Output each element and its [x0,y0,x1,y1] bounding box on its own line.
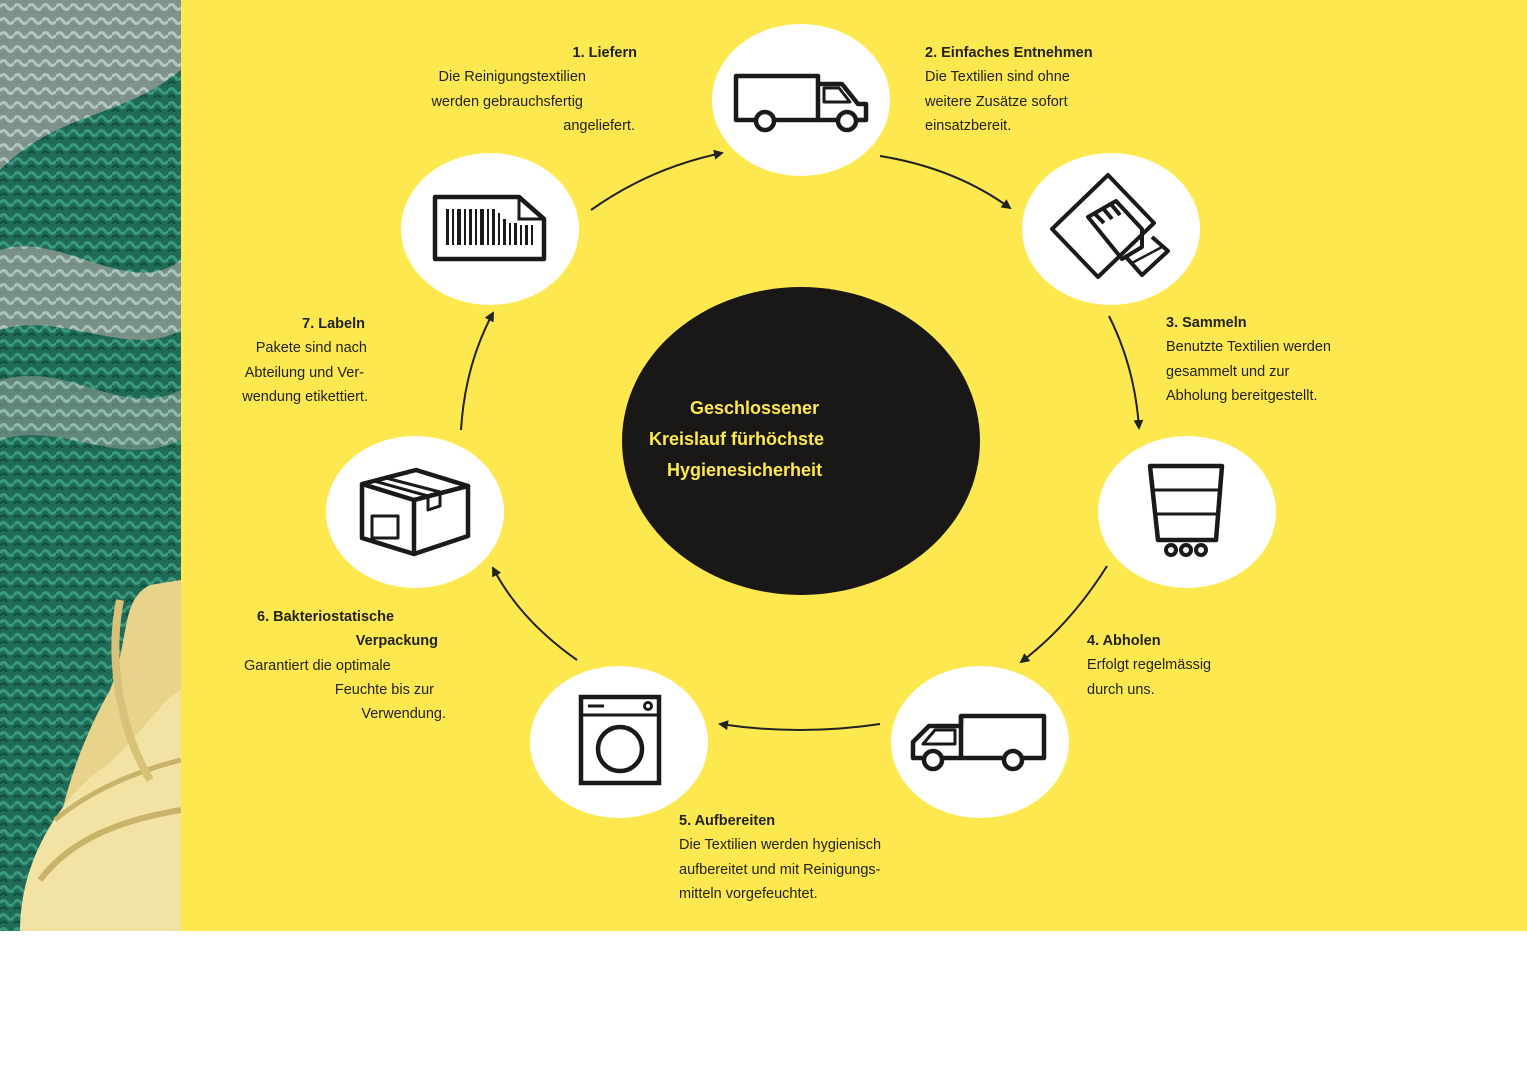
step-2-label: 2. Einfaches Entnehmen Die Textilien sin… [925,41,1093,138]
step-5-title: 5. Aufbereiten [679,813,776,829]
step-6-title-2: Verpackung [355,633,438,650]
node-liefern [712,24,890,176]
step-1-text-3: angeliefert. [563,117,635,134]
hand-wiping-cloth-icon [1050,173,1170,279]
step-2-text-1: Die Textilien sind ohne [925,69,1070,86]
step-6-label: 6. Bakteriostatische Verpackung Garantie… [244,605,446,726]
step-2-text-3: einsatzbereit. [925,117,1012,134]
step-7-text-3: wendung etikettiert. [242,388,368,405]
step-4-text-2: durch uns. [1087,681,1155,698]
step-1-text-2: werden gebrauchsfertig [431,93,583,110]
laundry-cart-icon [1147,463,1225,557]
step-3-label: 3. Sammeln Benutzte Textilien werden ges… [1166,311,1331,408]
step-7-label: 7. Labeln Pakete sind nach Abteilung und… [242,312,368,409]
step-3-text-1: Benutzte Textilien werden [1166,339,1331,356]
step-4-title: 4. Abholen [1087,633,1161,649]
step-5-text-2: aufbereitet und mit Reinigungs- [679,861,881,878]
node-entnehmen [1022,153,1200,305]
center-title-line-1: Geschlossener [690,398,820,418]
step-5-label: 5. Aufbereiten Die Textilien werden hygi… [679,809,881,906]
washing-machine-icon [578,694,662,786]
arrow-6-7 [492,566,578,661]
node-verpackung [326,436,504,588]
arrow-2-3 [879,155,1012,210]
step-6-text-2: Feuchte bis zur [334,681,434,698]
node-abholen [891,666,1069,818]
arrow-7-1 [460,311,494,431]
step-7-title: 7. Labeln [302,316,365,332]
node-labeln [401,153,579,305]
node-aufbereiten [530,666,708,818]
step-7-text-1: Pakete sind nach [255,340,367,357]
step-2-title: 2. Einfaches Entnehmen [925,45,1093,61]
center-ellipse [622,287,980,595]
step-1-title: 1. Liefern [572,45,637,61]
step-3-title: 3. Sammeln [1166,315,1247,331]
step-6-title: 6. Bakteriostatische [257,609,395,625]
node-sammeln [1098,436,1276,588]
barcode-label-icon [432,194,547,262]
step-1-text-1: Die Reinigungstextilien [438,69,587,86]
step-5-text-1: Die Textilien werden hygienisch [679,837,882,854]
step-3-text-3: Abholung bereitgestellt. [1166,387,1318,404]
step-4-text-1: Erfolgt regelmässig [1087,657,1212,674]
arrow-4-5 [1019,565,1108,664]
step-2-text-2: weitere Zusätze sofort [925,93,1068,110]
parcel-box-icon [359,467,471,557]
step-6-text-3: Verwendung. [361,706,446,723]
arrow-5-6 [718,720,881,731]
step-7-text-2: Abteilung und Ver- [244,364,364,381]
center-title-line-2: Kreislauf fürhöchste [649,429,825,449]
arrow-1-2 [590,149,724,211]
step-1-label: 1. Liefern Die Reinigungstextilien werde… [431,41,637,138]
center-title-line-3: Hygienesicherheit [667,460,823,480]
delivery-truck-icon [733,73,869,133]
step-5-text-3: mitteln vorgefeuchtet. [679,885,818,902]
arrow-3-4 [1108,315,1144,430]
step-4-label: 4. Abholen Erfolgt regelmässig durch uns… [1087,629,1211,702]
step-6-text-1: Garantiert die optimale [244,657,391,674]
van-icon [910,713,1047,772]
step-3-text-2: gesammelt und zur [1166,363,1290,380]
textile-photo [0,0,181,931]
